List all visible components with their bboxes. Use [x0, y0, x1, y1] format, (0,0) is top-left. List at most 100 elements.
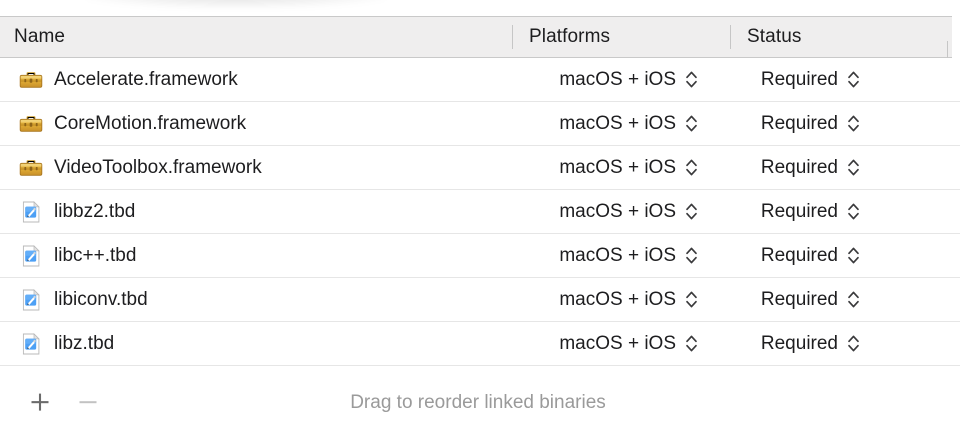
status-popup-button[interactable]: Required	[730, 157, 952, 179]
cell-name[interactable]: Accelerate.framework	[0, 67, 512, 93]
status-value-label: Required	[760, 288, 838, 310]
overlay-shadow	[86, 0, 386, 8]
cell-name[interactable]: CoreMotion.framework	[0, 111, 512, 137]
chevron-up-down-icon	[847, 245, 860, 266]
table-row[interactable]: libiconv.tbd macOS + iOS Required	[0, 278, 960, 322]
plus-icon	[31, 393, 49, 411]
status-value-label: Required	[760, 156, 838, 178]
status-popup-button[interactable]: Required	[730, 113, 952, 135]
cell-platforms: macOS + iOS	[512, 245, 730, 267]
table-footer: Drag to reorder linked binaries	[0, 370, 960, 434]
chevron-up-down-icon	[685, 113, 698, 134]
platforms-value-label: macOS + iOS	[559, 244, 676, 266]
binary-name-label: libiconv.tbd	[54, 288, 148, 310]
framework-toolbox-icon	[18, 67, 44, 93]
chevron-up-down-icon	[847, 157, 860, 178]
platforms-value-label: macOS + iOS	[559, 68, 676, 90]
remove-binary-button[interactable]	[74, 388, 102, 416]
cell-name[interactable]: libz.tbd	[0, 331, 512, 357]
status-value-label: Required	[760, 200, 838, 222]
status-value-label: Required	[760, 332, 838, 354]
binary-name-label: Accelerate.framework	[54, 68, 238, 90]
tbd-document-icon	[18, 243, 44, 269]
cell-platforms: macOS + iOS	[512, 333, 730, 355]
chevron-up-down-icon	[847, 289, 860, 310]
column-divider-icon	[947, 41, 948, 67]
chevron-up-down-icon	[685, 333, 698, 354]
chevron-up-down-icon	[847, 201, 860, 222]
cell-status: Required	[730, 289, 952, 311]
platforms-popup-button[interactable]: macOS + iOS	[512, 333, 730, 355]
cell-platforms: macOS + iOS	[512, 289, 730, 311]
status-popup-button[interactable]: Required	[730, 201, 952, 223]
chevron-up-down-icon	[685, 245, 698, 266]
cell-status: Required	[730, 157, 952, 179]
cell-status: Required	[730, 245, 952, 267]
reorder-hint-text: Drag to reorder linked binaries	[350, 392, 606, 413]
cell-name[interactable]: VideoToolbox.framework	[0, 155, 512, 181]
table-row[interactable]: CoreMotion.framework macOS + iOS Required	[0, 102, 960, 146]
cell-status: Required	[730, 113, 952, 135]
tbd-document-icon	[18, 287, 44, 313]
chevron-up-down-icon	[847, 69, 860, 90]
platforms-value-label: macOS + iOS	[559, 332, 676, 354]
cell-status: Required	[730, 201, 952, 223]
status-popup-button[interactable]: Required	[730, 289, 952, 311]
cell-platforms: macOS + iOS	[512, 201, 730, 223]
binary-name-label: CoreMotion.framework	[54, 112, 247, 134]
tbd-document-icon	[18, 199, 44, 225]
column-header-status-label: Status	[747, 26, 802, 47]
column-header-name-label: Name	[14, 26, 66, 47]
cell-name[interactable]: libiconv.tbd	[0, 287, 512, 313]
chevron-up-down-icon	[685, 289, 698, 310]
cell-status: Required	[730, 69, 952, 91]
add-binary-button[interactable]	[26, 388, 54, 416]
column-header-status[interactable]: Status	[730, 17, 952, 57]
column-divider-icon	[512, 25, 513, 49]
table-row[interactable]: libbz2.tbd macOS + iOS Required	[0, 190, 960, 234]
cell-platforms: macOS + iOS	[512, 157, 730, 179]
column-header-name[interactable]: Name	[0, 17, 512, 57]
minus-icon	[79, 401, 97, 404]
platforms-popup-button[interactable]: macOS + iOS	[512, 157, 730, 179]
chevron-up-down-icon	[685, 201, 698, 222]
column-header-platforms-label: Platforms	[529, 26, 611, 47]
table-row[interactable]: libc++.tbd macOS + iOS Required	[0, 234, 960, 278]
status-popup-button[interactable]: Required	[730, 69, 952, 91]
table-row[interactable]: Accelerate.framework macOS + iOS Required	[0, 58, 960, 102]
cell-platforms: macOS + iOS	[512, 113, 730, 135]
cell-name[interactable]: libc++.tbd	[0, 243, 512, 269]
cell-status: Required	[730, 333, 952, 355]
platforms-popup-button[interactable]: macOS + iOS	[512, 289, 730, 311]
framework-toolbox-icon	[18, 111, 44, 137]
chevron-up-down-icon	[847, 333, 860, 354]
platforms-popup-button[interactable]: macOS + iOS	[512, 201, 730, 223]
status-value-label: Required	[760, 112, 838, 134]
platforms-value-label: macOS + iOS	[559, 156, 676, 178]
cell-name[interactable]: libbz2.tbd	[0, 199, 512, 225]
cell-platforms: macOS + iOS	[512, 69, 730, 91]
binary-name-label: libc++.tbd	[54, 244, 137, 266]
platforms-value-label: macOS + iOS	[559, 112, 676, 134]
chevron-up-down-icon	[685, 157, 698, 178]
platforms-value-label: macOS + iOS	[559, 288, 676, 310]
platforms-popup-button[interactable]: macOS + iOS	[512, 113, 730, 135]
status-value-label: Required	[760, 68, 838, 90]
platforms-popup-button[interactable]: macOS + iOS	[512, 69, 730, 91]
chevron-up-down-icon	[685, 69, 698, 90]
status-popup-button[interactable]: Required	[730, 333, 952, 355]
column-header-platforms[interactable]: Platforms	[512, 17, 730, 57]
table-row[interactable]: VideoToolbox.framework macOS + iOS Require…	[0, 146, 960, 190]
binary-name-label: VideoToolbox.framework	[54, 156, 262, 178]
column-divider-icon	[730, 25, 731, 49]
table-header: Name Platforms Status	[0, 16, 952, 67]
status-popup-button[interactable]: Required	[730, 245, 952, 267]
table-row[interactable]: libz.tbd macOS + iOS Required	[0, 322, 960, 366]
platforms-popup-button[interactable]: macOS + iOS	[512, 245, 730, 267]
status-value-label: Required	[760, 244, 838, 266]
binary-name-label: libz.tbd	[54, 332, 115, 354]
platforms-value-label: macOS + iOS	[559, 200, 676, 222]
framework-toolbox-icon	[18, 155, 44, 181]
